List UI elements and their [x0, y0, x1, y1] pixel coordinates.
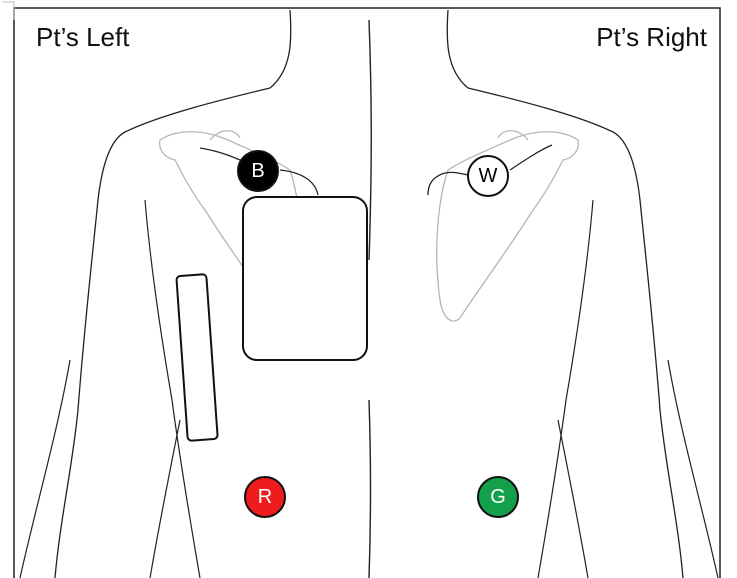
frame-corner-mark: [2, 2, 14, 20]
patient-left-label: Pt’s Left: [36, 24, 129, 50]
lead-strip-group: [176, 274, 217, 441]
torso-right: [538, 200, 593, 578]
monitor-pad: [243, 197, 367, 360]
patient-right-label: Pt’s Right: [596, 24, 707, 50]
electrode-g: G: [477, 476, 519, 518]
neck-right: [447, 10, 468, 88]
spine-upper: [369, 20, 371, 260]
neck-left: [270, 10, 291, 88]
arm-left-inner: [20, 360, 70, 578]
lead-strip: [176, 274, 217, 441]
lead-wire-w: [428, 172, 468, 195]
arm-right-inner: [668, 360, 718, 578]
shoulder-left: [55, 88, 270, 578]
electrode-g-label: G: [490, 487, 506, 507]
electrode-r-label: R: [258, 487, 272, 507]
electrode-r: R: [244, 476, 286, 518]
electrode-b: B: [237, 150, 279, 192]
spine-lower: [369, 400, 371, 578]
electrode-w-label: W: [479, 166, 498, 186]
electrode-b-label: B: [251, 161, 264, 181]
electrode-w: W: [467, 155, 509, 197]
scapula-right: [437, 132, 579, 321]
lead-wire-w-right: [510, 145, 552, 170]
torso-right-b: [558, 420, 588, 578]
torso-left-b: [150, 420, 180, 578]
